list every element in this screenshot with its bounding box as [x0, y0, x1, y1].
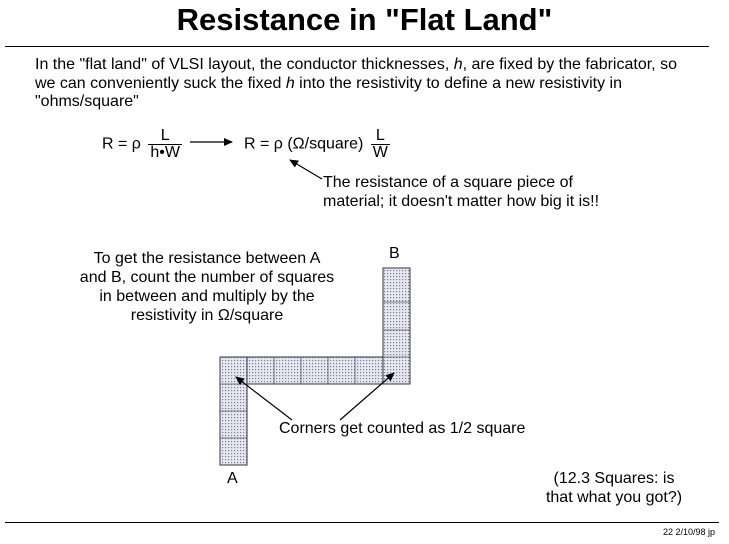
corner-note: Corners get counted as 1/2 square [279, 420, 526, 437]
vertical-strip-b [382, 267, 411, 385]
page-title: Resistance in "Flat Land" [176, 2, 553, 37]
answer-line2: that what you got?) [545, 489, 683, 506]
equation-resistance-sheet: R = ρ (Ω/square) L W [244, 128, 390, 161]
answer-note: (12.3 Squares: is that what you got?) [520, 469, 708, 507]
footer-page-info: 22 2/10/98 jp [662, 527, 715, 537]
intro-h-symbol-1: h [453, 56, 463, 73]
instructions-line3: in between and multiply by the [99, 288, 315, 305]
equation2-numerator: L [375, 127, 385, 144]
equation-resistance-bulk: R = ρ L h•W [102, 128, 182, 161]
footer-divider [5, 522, 719, 523]
equation2-fraction: L W [370, 127, 390, 161]
horizontal-strip [246, 356, 384, 385]
strip-b-body [382, 267, 411, 385]
instructions-line1: To get the resistance between A [93, 250, 321, 267]
equation2-denominator: W [370, 144, 390, 161]
equation1-numerator: L [160, 127, 170, 144]
horizontal-strip-body [246, 356, 384, 385]
instructions-line4: resistivity in Ω/square [130, 307, 284, 324]
equation2-lhs: R = ρ (Ω/square) [244, 135, 364, 153]
intro-text-part2: , are fixed by the fabricator, so we can… [35, 56, 677, 92]
equation1-lhs: R = ρ [102, 135, 141, 153]
square-note-line1: The resistance of a square piece of [323, 174, 573, 191]
instructions-note: To get the resistance between A and B, c… [70, 249, 344, 325]
equation1-fraction: L h•W [148, 128, 182, 161]
answer-line1: (12.3 Squares: is [553, 470, 675, 487]
intro-paragraph: In the "flat land" of VLSI layout, the c… [35, 56, 685, 112]
title-divider [5, 46, 709, 47]
square-note-line2: material; it doesn't matter how big it i… [323, 193, 600, 210]
instructions-line2: and B, count the number of squares [79, 269, 335, 286]
intro-text-part1: In the "flat land" of VLSI layout, the c… [35, 56, 454, 73]
corner-arrow-left [235, 376, 293, 421]
vertical-strip-a [219, 356, 248, 466]
intro-text-part3: into the resistivity to define a new res… [35, 74, 622, 111]
corner-arrow-right [339, 372, 395, 421]
equation1-denominator: h•W [148, 144, 182, 161]
terminal-label-b: B [389, 245, 400, 262]
terminal-label-a: A [227, 470, 238, 487]
square-note-pointer-arrow [289, 159, 323, 180]
intro-h-symbol-2: h [285, 74, 295, 92]
square-note: The resistance of a square piece of mate… [323, 173, 599, 211]
